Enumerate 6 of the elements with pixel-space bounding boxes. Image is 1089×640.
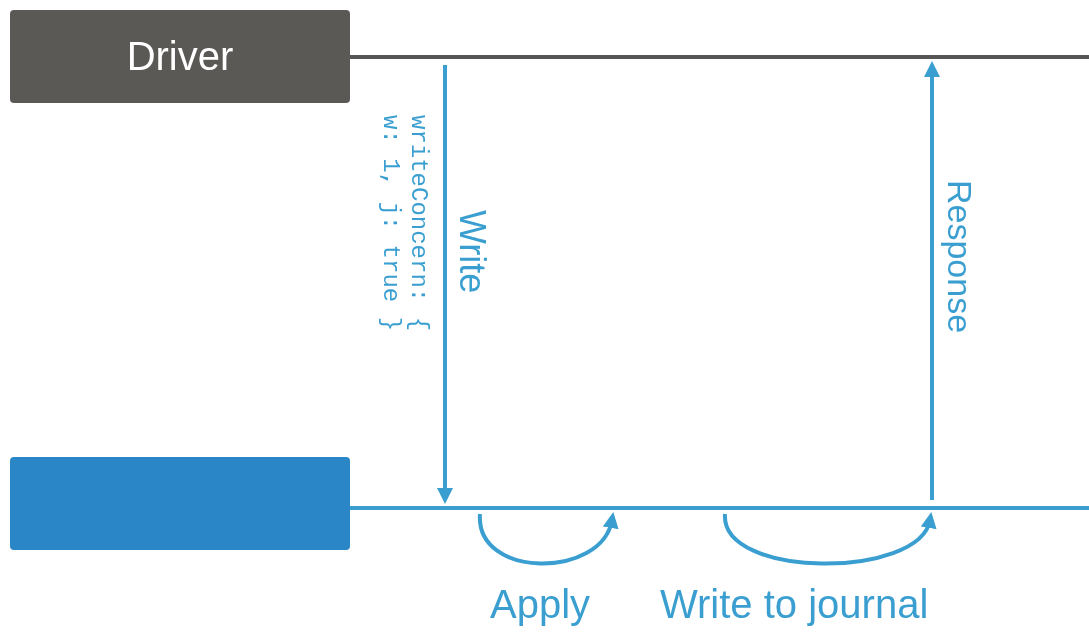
edge-label: Response: [940, 180, 978, 334]
code-note: writeConcern: { w: 1, j: true }: [376, 115, 432, 334]
participant-name: Driver: [126, 34, 234, 79]
edge-label: Write: [452, 210, 492, 294]
edge-label: Apply: [490, 582, 591, 626]
edge-label: Write to journal: [660, 582, 929, 626]
